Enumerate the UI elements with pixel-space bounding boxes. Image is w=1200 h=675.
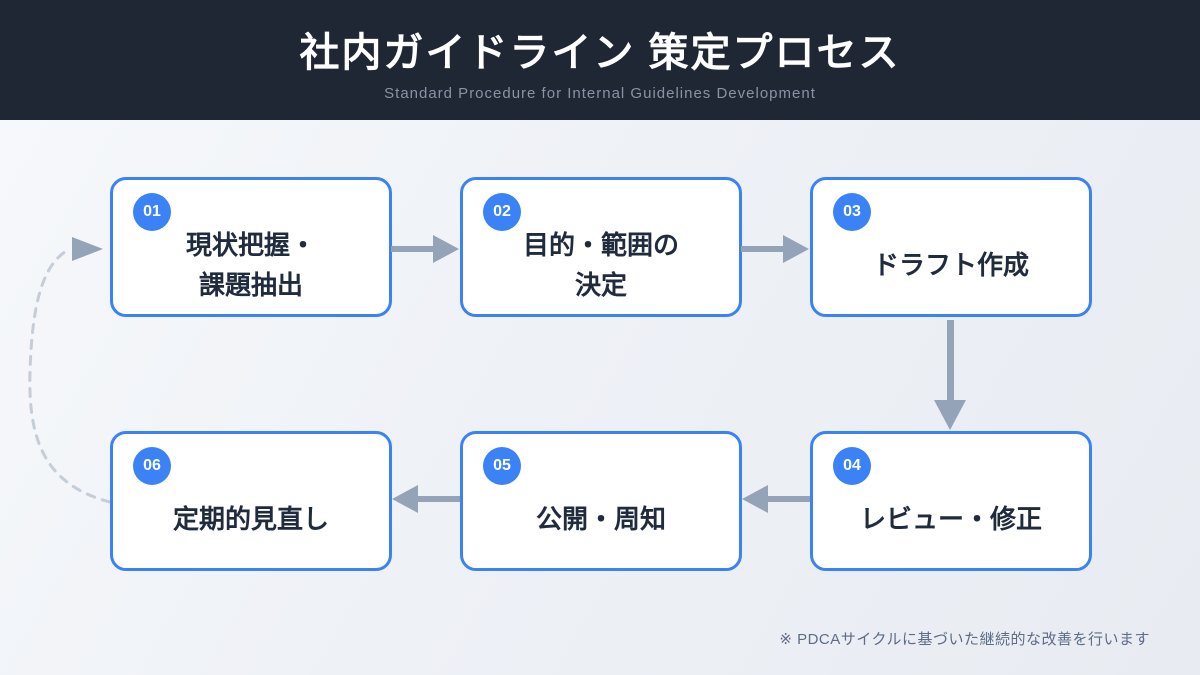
step-card-04: 04 レビュー・修正 — [810, 431, 1092, 571]
header: 社内ガイドライン 策定プロセス Standard Procedure for I… — [0, 0, 1200, 120]
step-number-badge: 01 — [133, 193, 171, 231]
step-card-02: 02 目的・範囲の 決定 — [460, 177, 742, 317]
arrow-shaft — [741, 246, 783, 252]
arrow-left-head-icon — [392, 485, 418, 513]
pdca-footnote: ※ PDCAサイクルに基づいた継続的な改善を行います — [779, 631, 1150, 648]
step-label: 目的・範囲の 決定 — [522, 229, 679, 300]
step-number-badge: 02 — [483, 193, 521, 231]
step-card-01: 01 現状把握・ 課題抽出 — [110, 177, 392, 317]
step-card-05: 05 公開・周知 — [460, 431, 742, 571]
page-subtitle: Standard Procedure for Internal Guidelin… — [384, 85, 816, 102]
step-label: 現状把握・ 課題抽出 — [185, 229, 316, 300]
flow-arrow-03-04 — [934, 320, 966, 430]
arrow-shaft — [418, 496, 460, 502]
step-card-06: 06 定期的見直し — [110, 431, 392, 571]
flow-arrow-04-05 — [742, 485, 810, 513]
step-label: 定期的見直し — [172, 503, 329, 534]
feedback-loop-dashed-path — [28, 247, 112, 504]
arrow-right-head-icon — [433, 235, 459, 263]
arrow-shaft — [391, 246, 433, 252]
flow-canvas: 01 現状把握・ 課題抽出 02 目的・範囲の 決定 03 ドラフト作成 04 … — [0, 120, 1200, 675]
step-number-badge: 03 — [833, 193, 871, 231]
flow-arrow-02-03 — [741, 235, 809, 263]
flow-arrow-01-02 — [391, 235, 459, 263]
step-number-badge: 05 — [483, 447, 521, 485]
arrow-left-head-icon — [742, 485, 768, 513]
step-label: 公開・周知 — [535, 503, 666, 534]
arrow-down-head-icon — [934, 400, 966, 430]
arrow-shaft — [768, 496, 810, 502]
step-label: レビュー・修正 — [859, 503, 1042, 534]
step-number-badge: 04 — [833, 447, 871, 485]
arrow-right-head-icon — [72, 237, 103, 261]
flow-arrow-05-06 — [392, 485, 460, 513]
arrow-shaft — [946, 320, 954, 400]
page-title: 社内ガイドライン 策定プロセス — [299, 31, 901, 75]
step-label: ドラフト作成 — [872, 249, 1029, 280]
step-number-badge: 06 — [133, 447, 171, 485]
arrow-right-head-icon — [783, 235, 809, 263]
step-card-03: 03 ドラフト作成 — [810, 177, 1092, 317]
